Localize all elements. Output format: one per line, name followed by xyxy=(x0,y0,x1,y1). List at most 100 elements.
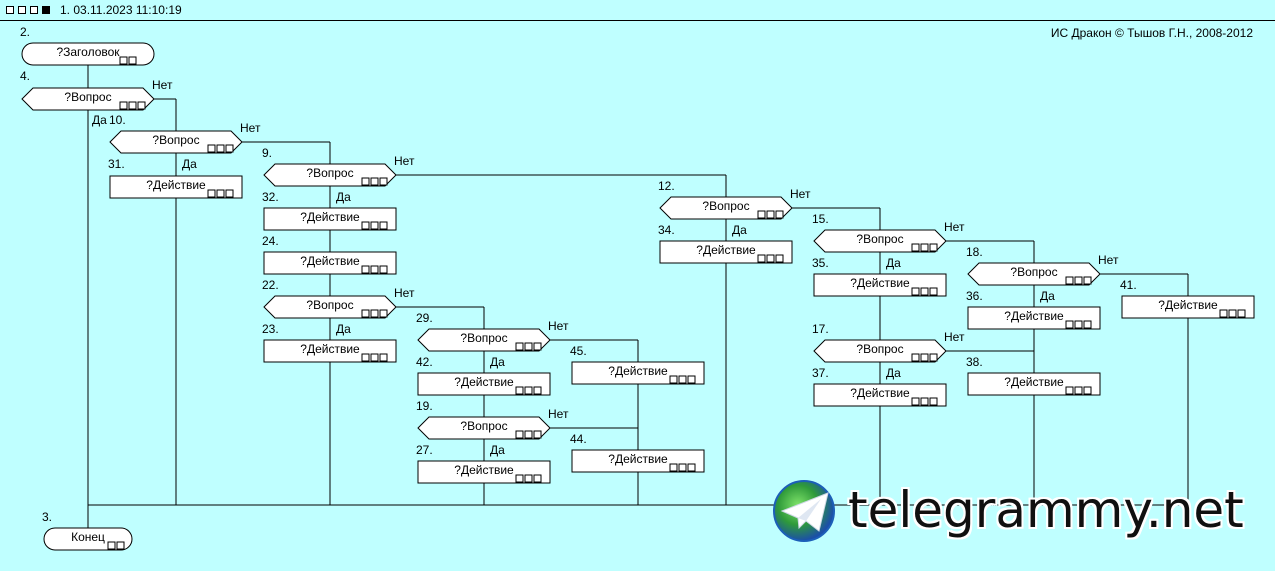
window-control-square-icon[interactable] xyxy=(30,6,38,14)
node-number: 24. xyxy=(262,234,279,248)
branch-no-label: Нет xyxy=(944,220,965,234)
port-square-icon xyxy=(216,144,225,153)
port-square-icon xyxy=(1219,309,1228,318)
port-square-icon xyxy=(524,386,533,395)
node-text: ?Действие xyxy=(608,452,668,466)
window-control-square-icon[interactable] xyxy=(18,6,26,14)
node-number: 18. xyxy=(966,245,983,259)
branch-yes-label: Да xyxy=(336,322,351,336)
branch-no-label: Нет xyxy=(944,330,965,344)
port-square-icon xyxy=(361,177,370,186)
branch-yes-label: Да xyxy=(182,157,197,171)
node-text: ?Вопрос xyxy=(702,199,749,213)
branch-yes-label: Да xyxy=(92,113,107,127)
node-text: ?Действие xyxy=(608,364,668,378)
node-question[interactable]: ?Вопрос 19. xyxy=(416,399,551,440)
port-square-icon xyxy=(1228,309,1237,318)
node-text: ?Действие xyxy=(696,243,756,257)
port-square-icon xyxy=(216,189,225,198)
port-square-icon xyxy=(1074,386,1083,395)
port-square-icon xyxy=(678,375,687,384)
port-square-icon xyxy=(370,353,379,362)
node-number: 4. xyxy=(20,69,30,83)
port-square-icon xyxy=(137,101,146,110)
node-text: ?Вопрос xyxy=(460,419,507,433)
port-square-icon xyxy=(766,254,775,263)
branch-yes-label: Да xyxy=(1040,289,1055,303)
port-square-icon xyxy=(1237,309,1246,318)
window-header: 1. 03.11.2023 11:10:19 xyxy=(0,0,1275,21)
port-square-icon xyxy=(929,243,938,252)
window-control-square-icon[interactable] xyxy=(6,6,14,14)
branch-no-label: Нет xyxy=(790,187,811,201)
port-square-icon xyxy=(757,254,766,263)
node-text: ?Действие xyxy=(1158,298,1218,312)
node-number: 36. xyxy=(966,289,983,303)
node-question[interactable]: ?Вопрос 22. xyxy=(262,278,397,319)
port-square-icon xyxy=(920,243,929,252)
node-number: 42. xyxy=(416,355,433,369)
node-question[interactable]: ?Вопрос 4. xyxy=(20,69,155,111)
branch-no-label: Нет xyxy=(240,121,261,135)
port-square-icon xyxy=(775,210,784,219)
port-square-icon xyxy=(775,254,784,263)
watermark-text: telegrammy.net xyxy=(848,481,1244,539)
node-number: 15. xyxy=(812,212,829,226)
port-square-icon xyxy=(524,342,533,351)
node-question[interactable]: ?Вопрос 15. xyxy=(812,212,947,253)
port-square-icon xyxy=(379,265,388,274)
port-square-icon xyxy=(524,474,533,483)
port-square-icon xyxy=(669,463,678,472)
port-square-icon xyxy=(911,353,920,362)
branch-yes-label: Да xyxy=(732,223,747,237)
copyright-text: ИС Дракон © Тышов Г.Н., 2008-2012 xyxy=(1050,26,1253,40)
port-square-icon xyxy=(107,541,116,550)
port-square-icon xyxy=(920,287,929,296)
port-square-icon xyxy=(361,221,370,230)
node-question[interactable]: ?Вопрос 18. xyxy=(966,245,1101,286)
node-text: ?Вопрос xyxy=(1010,265,1057,279)
port-square-icon xyxy=(225,189,234,198)
branch-yes-label: Да xyxy=(886,256,901,270)
node-number: 29. xyxy=(416,311,433,325)
telegram-logo-icon xyxy=(773,480,835,542)
port-square-icon xyxy=(379,353,388,362)
node-number: 34. xyxy=(658,223,675,237)
node-text: ?Вопрос xyxy=(64,90,111,104)
port-square-icon xyxy=(533,430,542,439)
port-square-icon xyxy=(1065,276,1074,285)
node-number: 19. xyxy=(416,399,433,413)
window-control-filled-square-icon[interactable] xyxy=(42,6,50,14)
port-square-icon xyxy=(379,177,388,186)
branch-no-label: Нет xyxy=(548,407,569,421)
node-text: ?Вопрос xyxy=(306,298,353,312)
node-number: 2. xyxy=(20,25,30,39)
node-action[interactable]: ?Действие 34. xyxy=(658,223,793,264)
port-square-icon xyxy=(207,189,216,198)
node-number: 22. xyxy=(262,278,279,292)
port-square-icon xyxy=(1074,276,1083,285)
node-text: ?Вопрос xyxy=(856,232,903,246)
branch-no-label: Нет xyxy=(548,319,569,333)
